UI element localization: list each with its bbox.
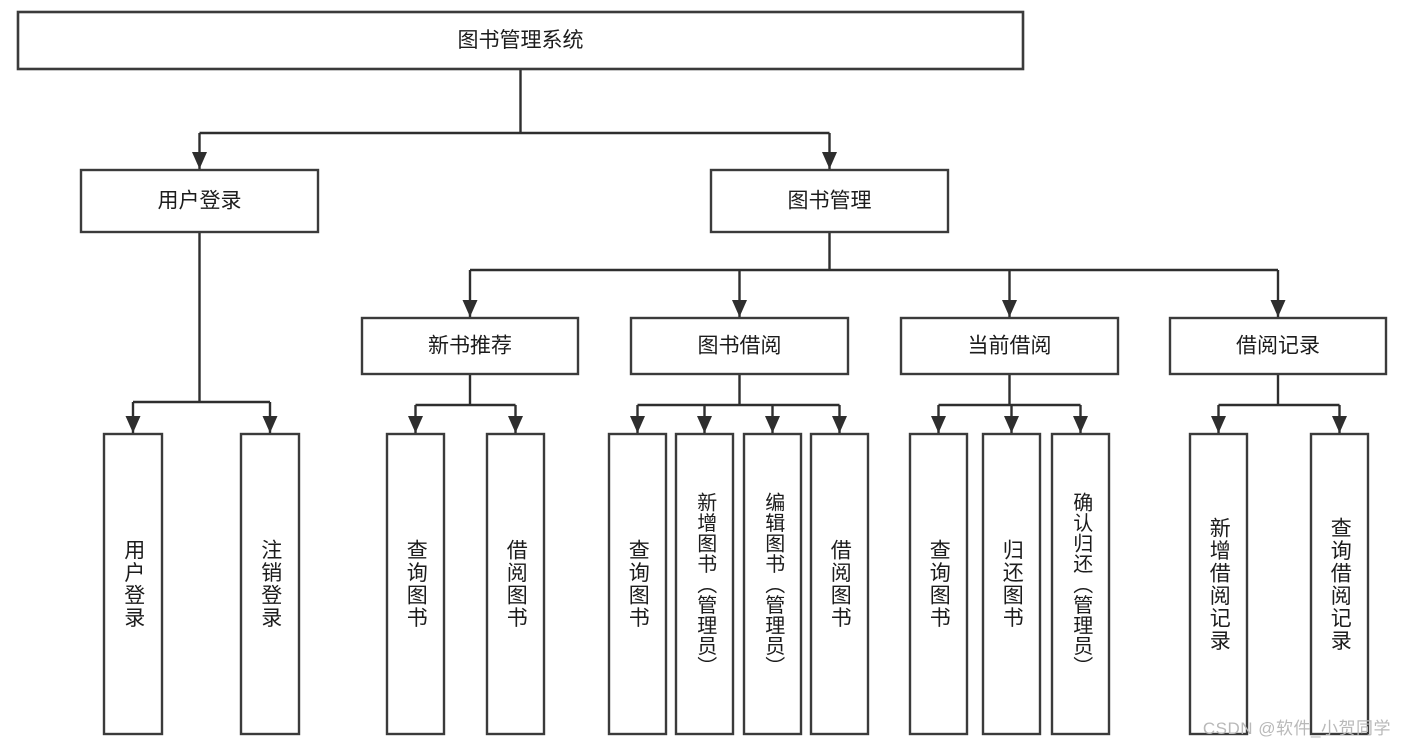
leaf-node-box[interactable]: [1309, 432, 1370, 736]
level2-node-label: 图书管理: [788, 190, 872, 213]
root-node-box[interactable]: [16, 10, 1025, 71]
root-node-label: 图书管理系统: [458, 29, 584, 52]
level3-node-label: 借阅记录: [1236, 335, 1320, 358]
arrow-head-icon: [1270, 300, 1286, 317]
arrow-head-icon: [1211, 416, 1226, 433]
leaf-node-box[interactable]: [385, 432, 446, 736]
arrow-head-icon: [462, 300, 478, 317]
leaf-node-box[interactable]: [981, 432, 1042, 736]
level3-node-box[interactable]: [899, 316, 1120, 376]
arrow-head-icon: [125, 416, 141, 433]
arrow-head-icon: [1002, 300, 1017, 317]
leaf-node-box[interactable]: [102, 432, 164, 736]
leaf-node-box[interactable]: [1050, 432, 1111, 736]
level2-node-label: 用户登录: [158, 190, 242, 213]
level3-node-box[interactable]: [360, 316, 580, 376]
arrow-head-icon: [1073, 416, 1088, 433]
leaf-node-box[interactable]: [485, 432, 546, 736]
leaf-node-box[interactable]: [1188, 432, 1249, 736]
arrow-head-icon: [1004, 416, 1019, 433]
arrow-head-icon: [822, 152, 837, 169]
arrow-head-icon: [697, 416, 712, 433]
level3-node-box[interactable]: [1168, 316, 1388, 376]
level3-node-box[interactable]: [629, 316, 850, 376]
leaf-node-box[interactable]: [742, 432, 803, 736]
arrow-head-icon: [408, 416, 423, 433]
leaf-node-box[interactable]: [908, 432, 969, 736]
arrow-head-icon: [765, 416, 780, 433]
leaf-node-box[interactable]: [809, 432, 870, 736]
level2-node-box[interactable]: [79, 168, 320, 234]
leaf-node-box[interactable]: [239, 432, 301, 736]
connector-layer: [125, 69, 1347, 433]
arrow-head-icon: [732, 300, 747, 317]
arrow-head-icon: [262, 416, 278, 433]
arrow-head-icon: [630, 416, 645, 433]
arrow-head-icon: [832, 416, 847, 433]
arrow-head-icon: [192, 152, 207, 169]
watermark-text: CSDN @软件_小贺同学: [1202, 719, 1391, 738]
level3-node-label: 新书推荐: [428, 335, 512, 358]
arrow-head-icon: [931, 416, 946, 433]
node-box-layer: [16, 10, 1388, 736]
level3-node-label: 图书借阅: [698, 335, 782, 358]
level3-node-label: 当前借阅: [968, 335, 1052, 358]
level2-node-box[interactable]: [709, 168, 950, 234]
arrow-head-icon: [508, 416, 523, 433]
leaf-node-box[interactable]: [607, 432, 668, 736]
arrow-head-icon: [1332, 416, 1347, 433]
leaf-node-box[interactable]: [674, 432, 735, 736]
